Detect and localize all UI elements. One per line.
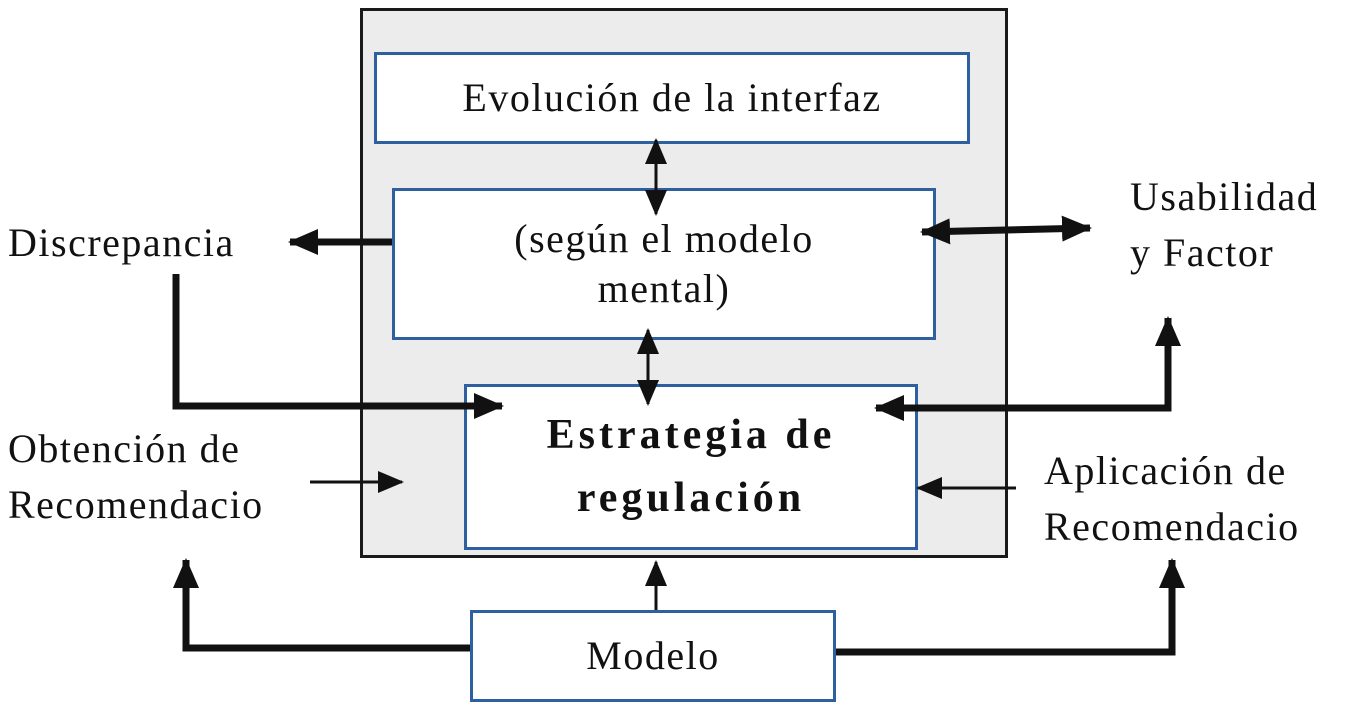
- arrow-mental-usability: [920, 215, 1092, 245]
- interface-evolution-text: Evolución de la interfaz: [462, 75, 882, 120]
- model-text: Modelo: [586, 633, 720, 678]
- regulation-strategy-box: Estrategia de regulación: [464, 384, 918, 550]
- arrow-model-obtaining: [173, 558, 470, 652]
- obtaining-label: Obtención de Recomendacio: [8, 424, 264, 530]
- usability-line1: Usabilidad: [1130, 174, 1319, 219]
- applying-label: Aplicación de Recomendacio: [1044, 446, 1300, 552]
- arrow-discrepancy-strategy: [172, 274, 504, 419]
- applying-line2: Recomendacio: [1044, 504, 1300, 549]
- regulation-strategy-line2: regulación: [576, 475, 806, 521]
- model-box: Modelo: [470, 610, 836, 702]
- mental-model-line2: mental): [597, 266, 731, 311]
- mental-model-line1: (según el modelo: [514, 216, 814, 261]
- discrepancy-label: Discrepancia: [8, 220, 235, 265]
- obtaining-line1: Obtención de: [8, 426, 241, 471]
- arrow-strategy-usability: [874, 316, 1181, 421]
- applying-line1: Aplicación de: [1044, 448, 1287, 493]
- usability-label: Usabilidad y Factor: [1130, 172, 1318, 278]
- interface-evolution-box: Evolución de la interfaz: [374, 52, 970, 144]
- arrow-model-applying: [836, 558, 1185, 656]
- usability-line2: y Factor: [1130, 230, 1275, 275]
- regulation-strategy-line1: Estrategia de: [546, 412, 836, 458]
- obtaining-line2: Recomendacio: [8, 482, 264, 527]
